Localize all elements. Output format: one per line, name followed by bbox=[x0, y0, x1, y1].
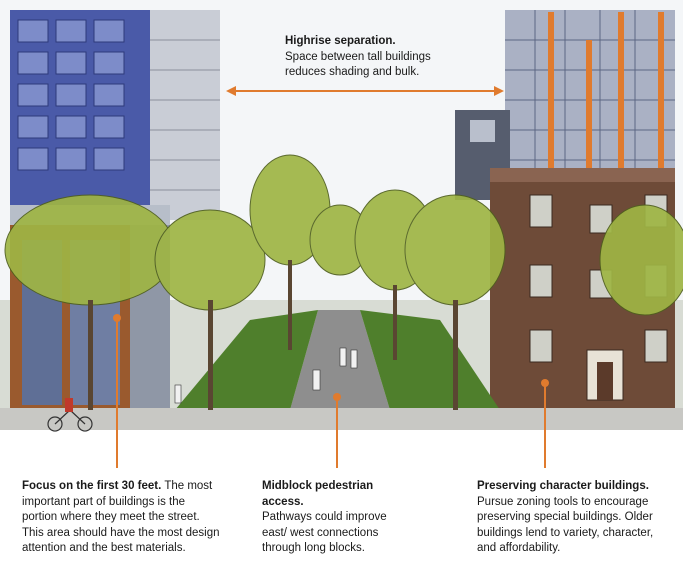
tree-trunks bbox=[88, 260, 458, 410]
highrise-separation-caption: Highrise separation. Space between tall … bbox=[285, 34, 435, 81]
preserving-caption: Preserving character buildings. Pursue z… bbox=[477, 479, 657, 557]
cyclist bbox=[47, 398, 93, 432]
midblock-text: Pathways could improve east/ west connec… bbox=[262, 511, 387, 554]
midblock-heading: Midblock pedestrian access. bbox=[262, 480, 374, 508]
pedestrians bbox=[174, 347, 358, 404]
sidewalk bbox=[0, 408, 683, 430]
tree-canopies bbox=[4, 154, 683, 316]
first-30-feet-text: The most important part of buildings is … bbox=[22, 480, 220, 554]
first-30-feet-caption: Focus on the first 30 feet. The most imp… bbox=[22, 479, 222, 557]
first-30-feet-heading: Focus on the first 30 feet. bbox=[22, 480, 162, 492]
highrise-separation-arrow bbox=[226, 86, 504, 96]
preserving-leader bbox=[541, 379, 549, 468]
highrise-separation-text: Space between tall buildings reduces sha… bbox=[285, 50, 431, 79]
first-30-feet-leader bbox=[113, 314, 121, 468]
preserving-heading: Preserving character buildings. bbox=[477, 480, 649, 492]
preserving-text: Pursue zoning tools to encourage preserv… bbox=[477, 495, 654, 555]
midblock-caption: Midblock pedestrian access. Pathways cou… bbox=[262, 479, 412, 557]
highrise-separation-heading: Highrise separation. bbox=[285, 35, 396, 47]
right-highrise bbox=[455, 10, 675, 200]
midblock-leader bbox=[333, 393, 341, 468]
